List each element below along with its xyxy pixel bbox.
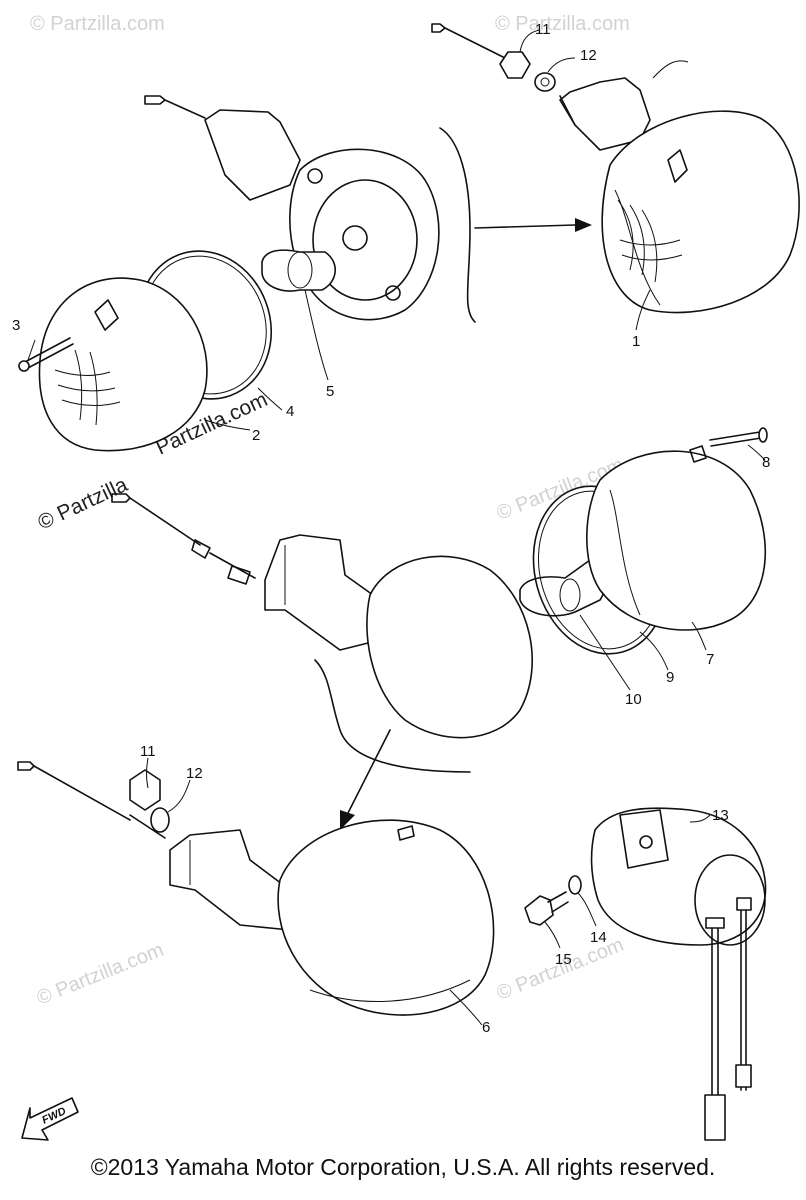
washer [150,807,170,833]
callout-14: 14 [590,929,607,946]
callout-10: 10 [625,691,642,708]
lens-housing [277,819,495,1016]
lens-slot [94,299,119,331]
callout-4: 4 [286,403,294,420]
lens-housing [366,555,533,739]
screw-shank [547,891,567,903]
leader-lines [27,29,766,1026]
flasher-light-assembly-1 [431,23,800,323]
relay-body [590,807,767,946]
screw-head [524,895,554,926]
arrow-head [340,810,355,830]
base-rim [312,179,418,301]
wire-sleeve [227,565,251,585]
screw-head [18,360,30,372]
lens-slot [397,825,415,841]
wire-connector [735,1064,752,1088]
callout-11: 11 [140,743,156,760]
relay-bracket [619,809,669,869]
nut-and-washer-top [499,51,556,92]
lens-pattern [54,349,121,426]
callout-11: 11 [535,21,551,38]
lens [38,277,208,452]
bracket [314,659,471,773]
callout-12: 12 [186,765,203,782]
fwd-arrow-icon [21,1097,79,1141]
bracket [439,127,476,323]
socket-hole [342,225,368,251]
fwd-arrow: FWD [21,1097,79,1141]
bulb [261,249,336,292]
screw-head [758,427,768,443]
wire [444,27,506,59]
nut [499,51,531,79]
wire-terminal [17,761,35,771]
copyright-notice: ©2013 Yamaha Motor Corporation, U.S.A. A… [90,1154,716,1180]
callout-3: 3 [12,317,20,334]
flasher-light-assembly-6 [17,761,495,1016]
leader-11 [652,60,689,79]
stem-thread [559,95,576,126]
housing-edge [614,189,661,306]
lens-slot [667,149,688,183]
flasher-relay [524,807,767,1141]
wire-connector [704,1094,726,1141]
callout-5: 5 [326,383,334,400]
watermark: © Partzilla.com [30,13,165,35]
screw [709,431,761,441]
stem [204,109,301,201]
stem [169,829,291,931]
nut [129,769,161,811]
wire [164,99,206,119]
callouts: 11 12 1 3 2 4 5 8 7 9 10 11 12 13 14 15 … [12,21,770,1036]
wire-terminal [144,95,166,105]
arrow-head [575,218,592,232]
watermark: © Partzilla.com [495,13,630,35]
callout-12: 12 [580,47,597,64]
callout-15: 15 [555,951,572,968]
assembly-arrow [346,729,391,816]
callout-2: 2 [252,427,260,444]
washer [534,72,556,92]
callout-13: 13 [712,807,729,824]
callout-6: 6 [482,1019,490,1036]
relay-face [694,854,766,946]
stem [559,77,651,151]
watermark: © Partzilla [34,473,131,535]
callout-9: 9 [666,669,674,686]
callout-1: 1 [632,333,640,350]
stem [264,534,381,651]
wire-terminal [111,493,131,503]
wire-sleeve [191,539,211,559]
exploded-view-top [18,95,440,452]
wire [33,765,131,821]
wire-terminal [431,23,446,33]
watermark: © Partzilla.com [34,939,167,1010]
exploded-view-middle [111,427,768,830]
screw [24,337,71,363]
bracket-hole [639,835,653,849]
terminal [705,917,725,929]
screw-hole [307,168,323,184]
terminal [736,897,752,911]
watermark: © Partzilla.com [494,934,627,1005]
lens-housing [601,110,800,314]
lens-slot [689,445,707,463]
callout-7: 7 [706,651,714,668]
lens [586,450,767,631]
assembly-arrow [474,224,576,229]
screw-hole [385,285,401,301]
lens-pattern [617,199,683,283]
washer [568,875,582,895]
wire [129,497,201,546]
callout-8: 8 [762,454,770,471]
